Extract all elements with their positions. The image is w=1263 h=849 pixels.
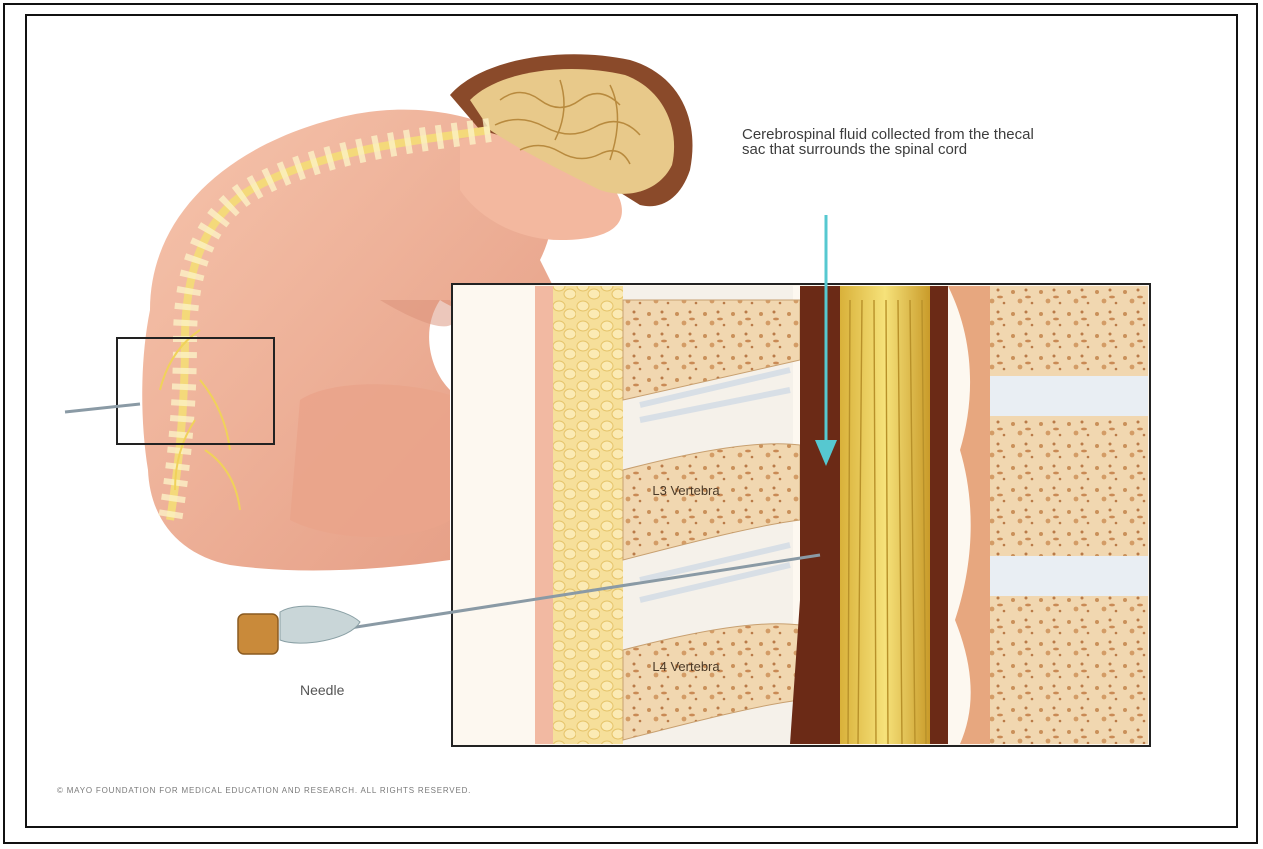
cross-section-detail: [452, 284, 1150, 746]
needle-icon: [65, 404, 140, 412]
csf-label: Cerebrospinal fluid collected from the t…: [742, 127, 1042, 157]
l4-vertebra-label: L4 Vertebra: [651, 660, 721, 674]
needle-label: Needle: [300, 682, 344, 698]
l3-vertebra-label: L3 Vertebra: [651, 484, 721, 498]
copyright-notice: © MAYO FOUNDATION FOR MEDICAL EDUCATION …: [57, 786, 471, 795]
